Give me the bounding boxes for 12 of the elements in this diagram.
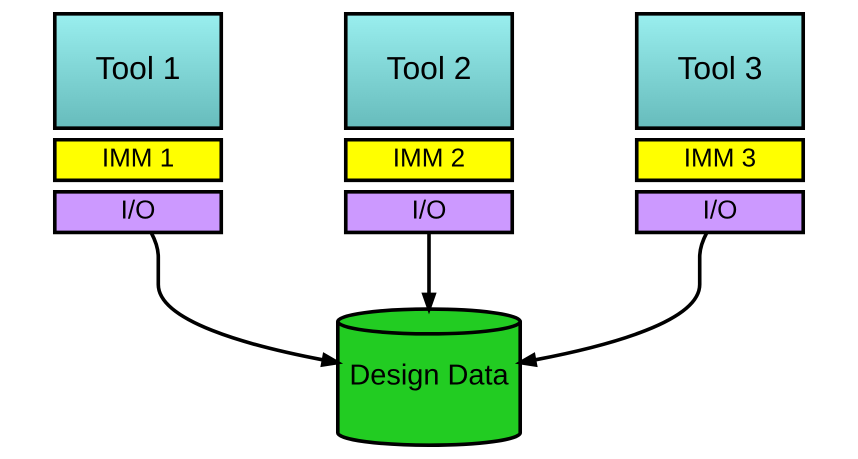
node-box: Tool 1 bbox=[52, 12, 224, 130]
node-box: Tool 3 bbox=[634, 12, 806, 130]
arrow bbox=[514, 232, 708, 368]
node-box: IMM 1 bbox=[52, 138, 224, 182]
arrow bbox=[150, 232, 344, 368]
node-box: IMM 3 bbox=[634, 138, 806, 182]
node-box: IMM 2 bbox=[344, 138, 514, 182]
node-box: I/O bbox=[634, 190, 806, 234]
arrow bbox=[421, 232, 437, 314]
node-box: I/O bbox=[52, 190, 224, 234]
node-box: Tool 2 bbox=[344, 12, 514, 130]
node-box: I/O bbox=[344, 190, 514, 234]
